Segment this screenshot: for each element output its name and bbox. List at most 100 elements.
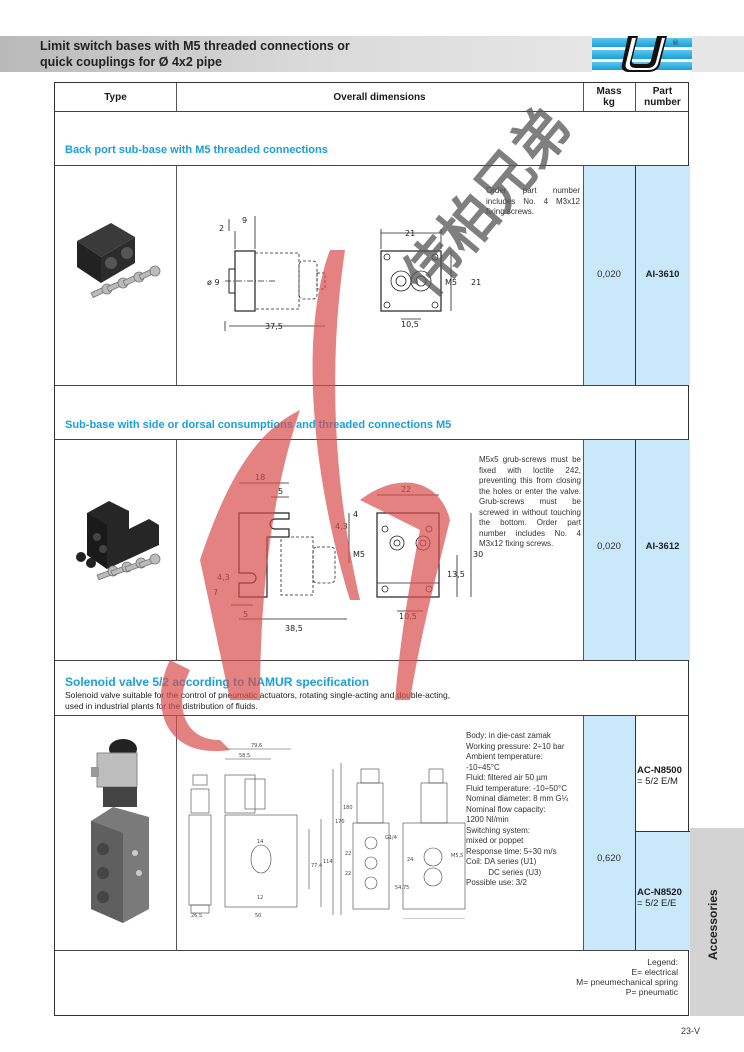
highlight-cell [583, 716, 635, 950]
solenoid-valve-image-icon [91, 739, 149, 923]
divider [583, 166, 584, 385]
dim-label: 4 [353, 510, 358, 519]
part-number: AC-N8520 [637, 887, 682, 898]
side-tab-accessories[interactable] [690, 828, 744, 1016]
dim-label: 14 [257, 839, 263, 845]
col-header-part-number: Part number [644, 86, 681, 108]
part-front-view [376, 512, 440, 598]
part-front-view [380, 250, 442, 312]
dim-label: 180 [343, 805, 353, 811]
dim-label: 24 [407, 857, 413, 863]
dim-label: 22 [401, 485, 411, 494]
mass-value: 0,620 [597, 853, 621, 864]
dim-label: 26,5 [191, 913, 202, 919]
solenoid-valve-photo [73, 723, 163, 928]
col-header-mass: Mass kg [596, 86, 622, 108]
divider [55, 165, 688, 166]
divider [176, 83, 177, 111]
legend: Legend: E= electrical M= pneumechanical … [576, 957, 678, 997]
divider [55, 715, 688, 716]
dim-label: 170 [335, 819, 345, 825]
section-description: Solenoid valve suitable for the control … [65, 690, 451, 711]
dim-label: M5,5 [451, 853, 463, 859]
dim-label: 37,5 [265, 322, 283, 331]
col-header-type: Type [104, 91, 127, 103]
dim-label: ø 9 [207, 278, 220, 287]
sub-base-image-icon [77, 223, 161, 299]
dimension-drawing-solenoid: 79,6 58,5 180 170 114 77,4 14 12 26,5 50… [181, 739, 471, 927]
dim-label: 50 [255, 913, 261, 919]
divider [55, 660, 688, 661]
part-side-view [238, 512, 290, 598]
dim-label: 4,3 [217, 573, 230, 582]
dim-label: 114 [323, 859, 333, 865]
part-number: AI-3610 [645, 269, 680, 280]
angled-sub-base-photo [69, 483, 165, 588]
divider [635, 166, 636, 385]
dimension-drawing-side-dorsal: 18 5 4 4,3 M5 22 30 13,5 4,3 7 5 10,5 38… [195, 467, 495, 652]
note-side-dorsal: M5x5 grub-screws must be fixed with loct… [479, 455, 581, 548]
divider [55, 111, 688, 112]
header-band-right [694, 36, 744, 72]
dim-label: 7 [213, 588, 218, 597]
section-title-back-port: Back port sub-base with M5 threaded conn… [65, 144, 328, 156]
divider [635, 440, 636, 660]
variant-1: AC-N8500 = 5/2 E/M [637, 765, 682, 787]
dim-label: 22 [345, 871, 351, 877]
divider [635, 83, 636, 111]
highlight-cell [583, 440, 690, 660]
highlight-cell [583, 166, 690, 385]
mass-value: 0,020 [597, 541, 621, 552]
dim-label: G1/4 [385, 835, 397, 841]
dim-label: 58,5 [239, 753, 250, 759]
dim-label: 2 [219, 224, 224, 233]
dimension-drawing-back-port: 9 2 ø 9 37,5 21 M5 21 10,5 [195, 201, 495, 356]
mass-value: 0,020 [597, 269, 621, 280]
dim-label: 30 [473, 550, 483, 559]
u-logo-icon: ® [592, 36, 692, 72]
dim-label: 10,5 [399, 612, 417, 621]
section-title-solenoid-valve: Solenoid valve 5/2 according to NAMUR sp… [65, 675, 370, 689]
side-tab-label: Accessories [706, 889, 720, 960]
part-number: AC-N8500 [637, 765, 682, 776]
angled-sub-base-image-icon [76, 501, 161, 581]
variant-type: = 5/2 E/E [637, 898, 677, 909]
dim-label: 22 [345, 851, 351, 857]
dim-label: 12 [257, 895, 263, 901]
page-title-line1: Limit switch bases with M5 threaded conn… [40, 39, 350, 53]
product-table: Type Overall dimensions Mass kg Part num… [54, 82, 690, 1016]
dim-label: 21 [471, 278, 481, 287]
divider [176, 716, 177, 950]
brand-logo: ® [592, 36, 692, 72]
col-header-dimensions: Overall dimensions [333, 91, 426, 103]
divider [55, 950, 688, 951]
dim-label: 4,3 [335, 522, 348, 531]
note-back-port: Order part number includes No. 4 M3x12 f… [486, 186, 580, 216]
divider [635, 831, 690, 832]
divider [176, 166, 177, 385]
dim-label: 77,4 [311, 863, 322, 869]
dim-label: 5 [278, 487, 283, 496]
divider [55, 439, 688, 440]
dim-label: 13,5 [447, 570, 465, 579]
dim-label: M5 [353, 550, 365, 559]
section-title-side-dorsal: Sub-base with side or dorsal consumption… [65, 419, 452, 431]
dim-label: 21 [405, 229, 415, 238]
divider [583, 83, 584, 111]
dim-label: 9 [242, 216, 247, 225]
dim-label: 54,75 [395, 885, 409, 891]
divider [583, 716, 584, 950]
divider [55, 385, 688, 386]
page-title-line2: quick couplings for Ø 4x2 pipe [40, 55, 222, 69]
divider [635, 716, 636, 950]
svg-text:®: ® [672, 39, 679, 47]
divider [583, 440, 584, 660]
dim-label: 5 [243, 610, 248, 619]
dim-label: 18 [255, 473, 265, 482]
sub-base-photo [69, 201, 165, 326]
dim-label: 79,6 [251, 743, 262, 749]
variant-2: AC-N8520 = 5/2 E/E [637, 887, 682, 909]
highlight-cell [635, 831, 690, 950]
page-title: Limit switch bases with M5 threaded conn… [40, 38, 350, 70]
dim-label: M5 [445, 278, 457, 287]
